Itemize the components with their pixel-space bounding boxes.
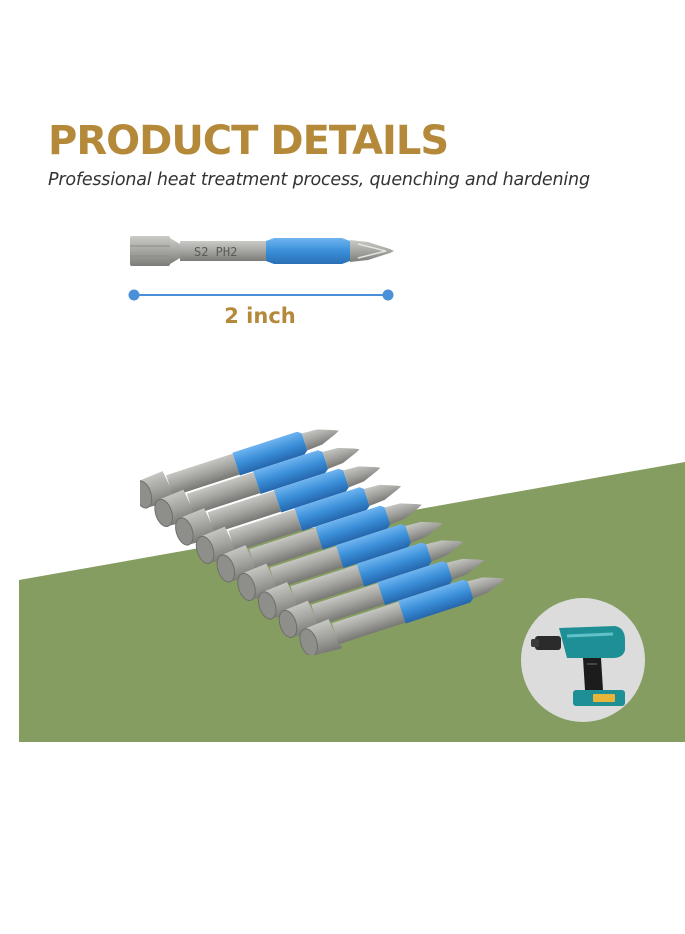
bit-engraving: S2 PH2 (194, 245, 237, 259)
drill-thumbnail (521, 598, 645, 722)
measurement-line (128, 289, 394, 301)
page-title: PRODUCT DETAILS (48, 118, 449, 164)
cordless-drill-icon (531, 626, 625, 706)
single-bit-image: S2 PH2 (130, 236, 394, 266)
screwdriver-bit-set-icon (140, 415, 511, 655)
page-subtitle: Professional heat treatment process, que… (48, 170, 590, 190)
measurement-label: 2 inch (224, 304, 296, 328)
